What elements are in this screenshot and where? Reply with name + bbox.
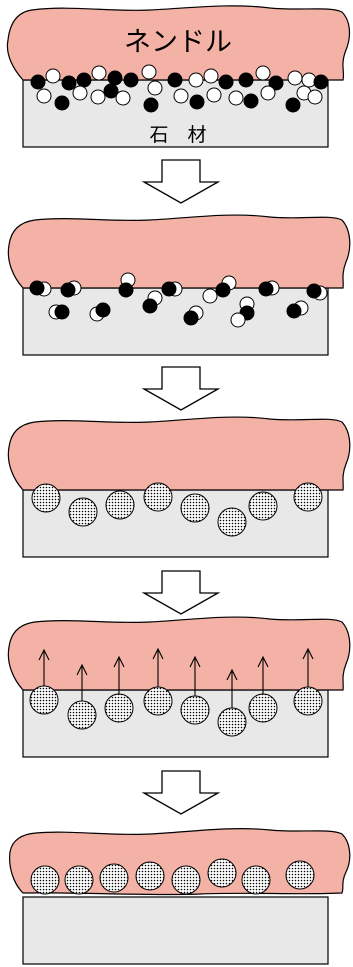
stage-2 bbox=[8, 215, 349, 355]
stone-block bbox=[23, 288, 328, 355]
poultice-label: ネンドル bbox=[124, 27, 232, 58]
poultice-layer bbox=[8, 617, 349, 690]
stone-block bbox=[23, 490, 328, 557]
stage-5 bbox=[10, 829, 350, 964]
stage-1: ネンドル 石 材 bbox=[7, 6, 349, 147]
down-arrow-icon bbox=[144, 160, 218, 203]
stone-block bbox=[23, 897, 328, 964]
down-arrow-icon bbox=[144, 571, 218, 614]
down-arrow-icon bbox=[144, 771, 218, 814]
poultice-layer bbox=[8, 215, 349, 288]
stone-block bbox=[23, 690, 328, 757]
down-arrow-icon bbox=[144, 367, 218, 410]
stage-3 bbox=[8, 417, 349, 557]
stone-label: 石 材 bbox=[149, 124, 206, 146]
stage-4 bbox=[8, 617, 349, 757]
poultice-layer bbox=[8, 417, 349, 490]
